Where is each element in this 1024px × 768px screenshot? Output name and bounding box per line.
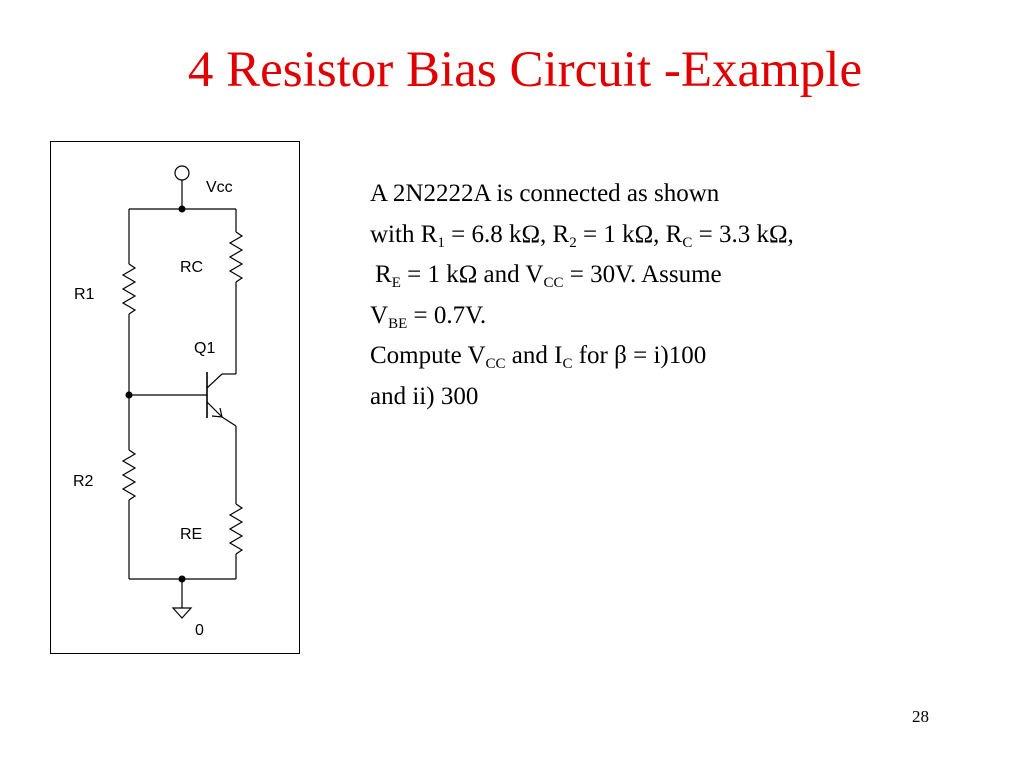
rc-resistor — [228, 231, 244, 283]
problem-text: and I — [505, 342, 563, 369]
problem-line-5: Compute VCC and IC for β = i)100 — [370, 336, 970, 377]
problem-subscript: C — [562, 356, 573, 372]
problem-line-3: RE = 1 kΩ and VCC = 30V. Assume — [370, 255, 970, 296]
problem-text: V — [370, 301, 389, 329]
problem-text: = 0.7V. — [407, 301, 487, 329]
r1-resistor — [121, 263, 137, 315]
label-r2: R2 — [73, 473, 94, 490]
problem-statement: A 2N2222A is connected as shown with R1 … — [370, 174, 970, 417]
problem-subscript: CC — [543, 275, 564, 291]
slide-title-text: 4 Resistor Bias Circuit -Example — [187, 42, 863, 98]
junction-dot-top — [178, 205, 186, 213]
problem-line-2: with R1 = 6.8 kΩ, R2 = 1 kΩ, RC = 3.3 kΩ… — [370, 215, 970, 256]
label-re: RE — [180, 526, 203, 543]
problem-text: = 1 kΩ and V — [400, 261, 544, 288]
slide-number: 28 — [912, 707, 929, 726]
problem-text: for β = i)100 — [572, 342, 707, 369]
problem-text: with R — [370, 220, 438, 248]
re-resistor — [228, 503, 244, 555]
problem-subscript: CC — [485, 356, 506, 372]
slide-title: 4 Resistor Bias Circuit -Example — [0, 42, 1024, 98]
label-q1: Q1 — [194, 340, 216, 357]
vcc-terminal — [174, 165, 190, 181]
problem-text: = 6.8 kΩ, R — [444, 220, 570, 248]
problem-line-1: A 2N2222A is connected as shown — [370, 180, 720, 207]
problem-text: Compute V — [370, 342, 486, 369]
r2-resistor — [121, 449, 137, 501]
junction-dot-bottom — [178, 575, 186, 583]
label-rc: RC — [180, 259, 204, 276]
problem-text: = 1 kΩ, R — [576, 220, 683, 248]
q1-collector-lead — [206, 373, 223, 389]
problem-text: = 3.3 kΩ, — [692, 220, 794, 248]
circuit-diagram: Vcc RC R1 Q1 R2 RE 0 — [50, 141, 300, 654]
problem-subscript: E — [391, 275, 401, 291]
problem-text: R — [375, 261, 392, 288]
label-r1: R1 — [74, 286, 95, 303]
problem-subscript: BE — [388, 315, 408, 332]
problem-subscript: 2 — [569, 234, 577, 251]
problem-text: = 30V. Assume — [563, 261, 722, 288]
circuit-schematic — [121, 165, 244, 619]
problem-subscript: C — [682, 234, 693, 251]
label-ground: 0 — [195, 622, 204, 639]
q1-emitter-wire — [221, 416, 237, 427]
ground-symbol — [171, 607, 193, 619]
problem-subscript: 1 — [437, 234, 445, 251]
label-vcc: Vcc — [206, 179, 233, 196]
junction-dot-base — [125, 391, 133, 399]
problem-line-4: VBE = 0.7V. — [370, 296, 970, 337]
q1-emitter-lead — [206, 401, 223, 418]
problem-line-6: and ii) 300 — [370, 382, 479, 410]
